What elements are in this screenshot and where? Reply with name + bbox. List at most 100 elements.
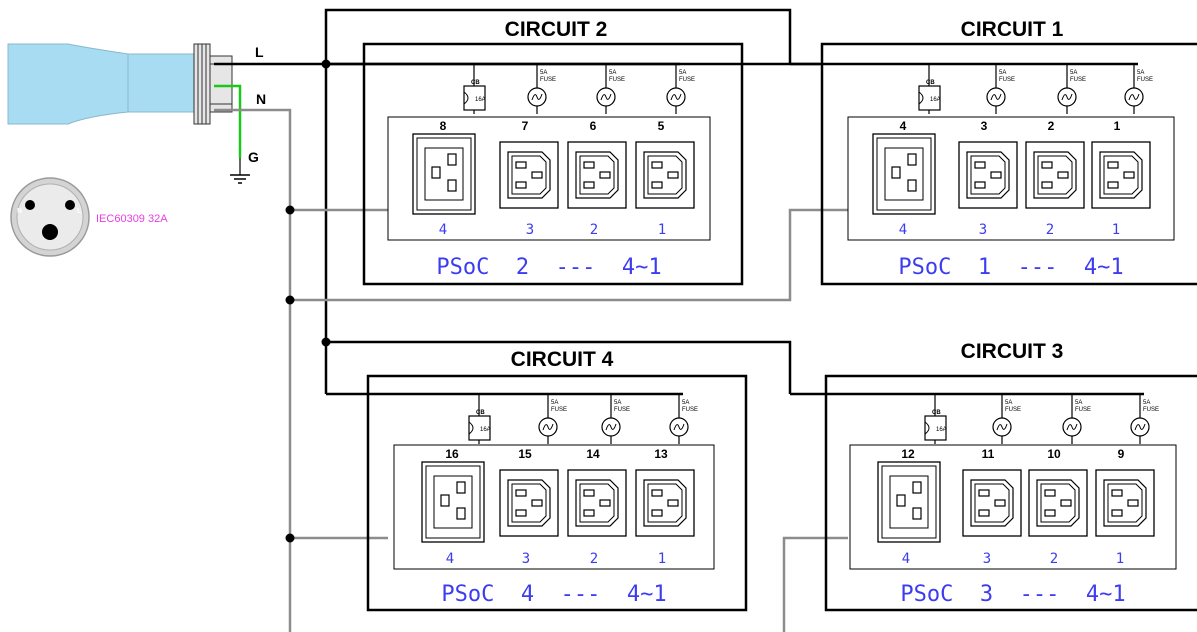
plug-pin-l-label: L xyxy=(77,208,82,215)
socket-face xyxy=(507,151,551,199)
plug-type-label: IEC60309 32A xyxy=(96,213,168,225)
c19-socket xyxy=(421,461,485,543)
socket-number: 2 xyxy=(1048,119,1055,133)
cb-rating: 16A xyxy=(480,427,491,433)
socket-face xyxy=(643,151,687,199)
socket-face xyxy=(966,151,1010,199)
socket-position-label: 4 xyxy=(446,551,454,567)
circuit-title: CIRCUIT 4 xyxy=(511,348,614,371)
c13-socket xyxy=(635,141,695,209)
fuse-rating: 5A xyxy=(1075,400,1082,406)
socket-position-label: 3 xyxy=(522,551,530,567)
socket-number: 16 xyxy=(445,447,459,461)
socket-recess xyxy=(1040,483,1076,523)
socket-pin xyxy=(978,509,990,517)
socket-face xyxy=(424,147,464,201)
psoc-label: PSoC 2 --- 4~1 xyxy=(436,255,661,280)
socket-position-label: 1 xyxy=(658,222,666,238)
socket-pin xyxy=(1041,181,1053,189)
fuse-wave xyxy=(1061,93,1073,101)
c19-socket xyxy=(412,133,476,215)
socket-pin xyxy=(651,181,663,189)
socket-pin xyxy=(990,171,1002,179)
psoc-label: PSoC 3 --- 4~1 xyxy=(900,582,1125,607)
socket-pin xyxy=(440,494,450,507)
socket-pin xyxy=(912,481,922,494)
c13-socket xyxy=(499,469,559,537)
socket-recess xyxy=(511,483,547,523)
socket-face xyxy=(1033,151,1077,199)
fuse-label: FUSE xyxy=(614,407,630,413)
fuse-label: FUSE xyxy=(1143,407,1159,413)
cb-label: CB xyxy=(476,410,485,416)
fuse-label: FUSE xyxy=(551,407,567,413)
socket-pin xyxy=(978,489,990,497)
socket-pin xyxy=(515,509,527,517)
fuse-label: FUSE xyxy=(1075,407,1091,413)
fuse-rating: 5A xyxy=(682,400,689,406)
psoc-label: PSoC 1 --- 4~1 xyxy=(898,255,1123,280)
socket-position-label: 3 xyxy=(983,551,991,567)
socket-pin xyxy=(583,489,595,497)
socket-pin xyxy=(1107,161,1119,169)
circuit-3: CIRCUIT 4CB16A5AFUSE5AFUSE5AFUSE16415314… xyxy=(326,348,748,612)
circuit-title: CIRCUIT 2 xyxy=(505,18,608,41)
socket-pin xyxy=(599,171,611,179)
socket-pin xyxy=(651,161,663,169)
fuse-rating: 5A xyxy=(551,400,558,406)
socket-rim xyxy=(876,137,932,211)
fuse-wave xyxy=(600,93,612,101)
breaker-arc xyxy=(463,91,469,105)
plug-body xyxy=(7,43,129,125)
fuse-rating: 5A xyxy=(609,70,616,76)
cb-rating: 16A xyxy=(930,97,941,103)
iec-plug xyxy=(7,43,233,125)
socket-pin xyxy=(1111,489,1123,497)
socket-pin xyxy=(531,171,543,179)
socket-pin xyxy=(896,494,906,507)
socket-number: 7 xyxy=(522,119,529,133)
socket-pin xyxy=(583,181,595,189)
socket-recess xyxy=(647,483,683,523)
socket-number: 11 xyxy=(982,447,995,461)
socket-face xyxy=(1036,479,1080,527)
socket-pin xyxy=(1044,509,1056,517)
socket-position-label: 1 xyxy=(1112,222,1120,238)
socket-pin xyxy=(515,181,527,189)
socket-face xyxy=(970,479,1014,527)
circuit-1: CIRCUIT 2CB16A5AFUSE5AFUSE5AFUSE84736251… xyxy=(326,18,744,286)
socket-position-label: 4 xyxy=(439,222,447,238)
fuse-label: FUSE xyxy=(999,77,1015,83)
socket-recess xyxy=(579,483,615,523)
fuse-rating: 5A xyxy=(1005,400,1012,406)
fuse-wave xyxy=(990,93,1002,101)
c19-socket xyxy=(877,461,941,543)
socket-position-label: 1 xyxy=(658,551,666,567)
fuse-wave xyxy=(1066,423,1078,431)
ground-label: G xyxy=(248,149,259,165)
socket-recess xyxy=(1103,155,1139,195)
socket-face xyxy=(884,147,924,201)
psoc-label: PSoC 4 --- 4~1 xyxy=(441,582,666,607)
socket-pin xyxy=(1057,171,1069,179)
c13-socket xyxy=(499,141,559,209)
socket-pin xyxy=(456,481,466,494)
circuit-title: CIRCUIT 3 xyxy=(961,340,1064,363)
c13-socket xyxy=(1025,141,1085,209)
fuse-wave xyxy=(542,423,554,431)
cb-rating: 16A xyxy=(475,97,486,103)
socket-face xyxy=(433,475,473,529)
fuse-rating: 5A xyxy=(679,70,686,76)
socket-pin xyxy=(974,181,986,189)
socket-pin xyxy=(1107,181,1119,189)
socket-number: 3 xyxy=(981,119,988,133)
fuse-label: FUSE xyxy=(1070,77,1086,83)
fuse-label: FUSE xyxy=(679,77,695,83)
fuse-wave xyxy=(996,423,1008,431)
socket-number: 10 xyxy=(1047,447,1061,461)
c13-socket xyxy=(567,141,627,209)
fuse-rating: 5A xyxy=(999,70,1006,76)
socket-number: 9 xyxy=(1118,447,1125,461)
socket-pin xyxy=(515,489,527,497)
socket-number: 15 xyxy=(518,447,532,461)
